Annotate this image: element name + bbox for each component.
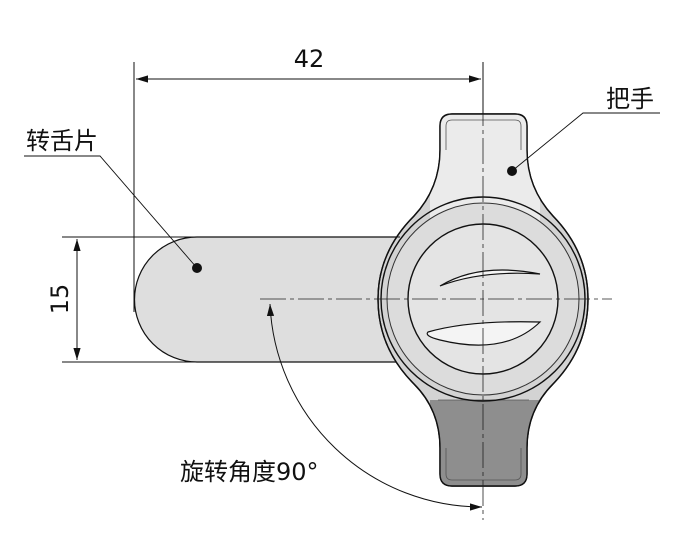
width-dimension-label: 42 [294, 45, 325, 73]
tongue-plate [133, 236, 421, 363]
tongue-leader [24, 155, 198, 269]
tongue-leader-dot [192, 263, 202, 273]
height-dimension [62, 236, 400, 363]
tongue-label: 转舌片 [26, 127, 98, 155]
center-lines [260, 100, 612, 520]
height-dimension-label: 15 [46, 284, 74, 315]
handle-label: 把手 [606, 85, 654, 113]
handle-leader-dot [507, 166, 517, 176]
rotation-label: 旋转角度90° [180, 458, 319, 486]
rotation-arc [266, 303, 483, 511]
grip-slot-upper [439, 269, 541, 287]
handle-leader [511, 112, 660, 172]
width-dimension [133, 62, 484, 312]
